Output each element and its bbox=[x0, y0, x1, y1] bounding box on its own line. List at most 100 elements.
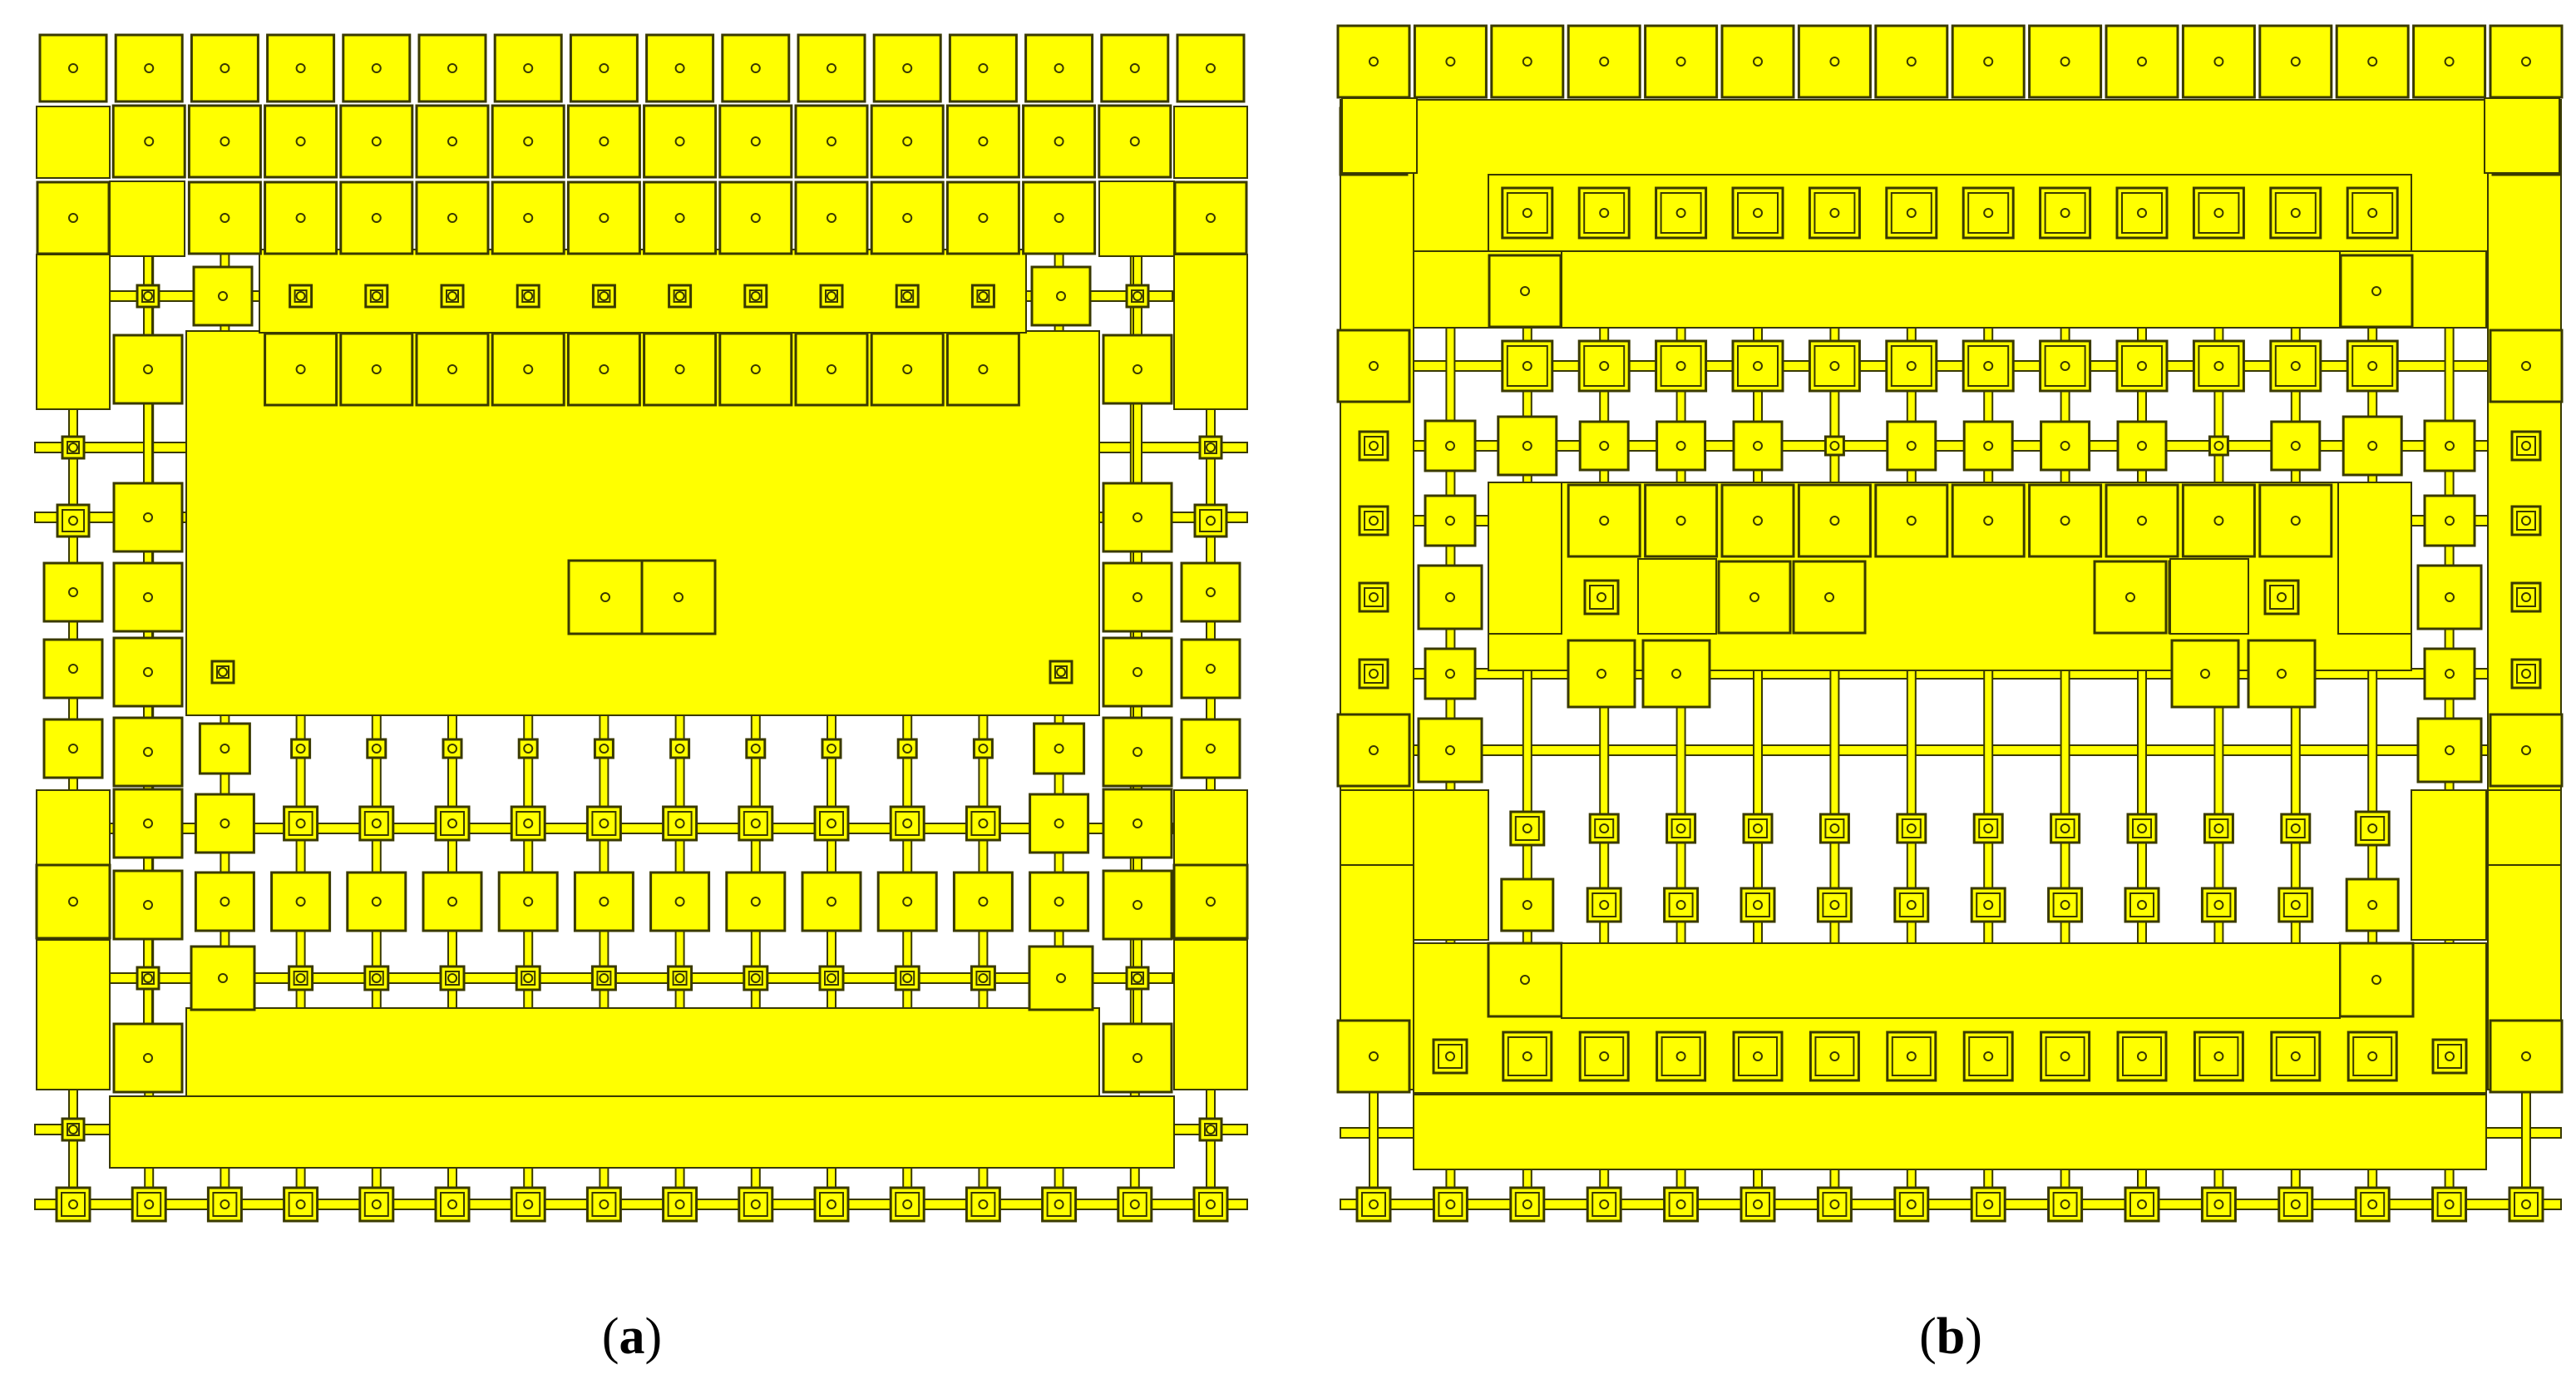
via-marker bbox=[295, 291, 306, 301]
via-marker bbox=[295, 136, 306, 146]
contact-pad-inner bbox=[62, 509, 85, 532]
contact-pad bbox=[896, 738, 918, 759]
contact-pad bbox=[972, 738, 994, 759]
device-cell bbox=[948, 33, 1018, 103]
via-marker bbox=[1675, 900, 1686, 910]
via-marker bbox=[1056, 973, 1066, 983]
via-marker bbox=[2367, 208, 2378, 218]
device-cell bbox=[1102, 788, 1173, 859]
via-marker bbox=[220, 897, 230, 907]
via-marker bbox=[68, 442, 78, 452]
via-marker bbox=[1445, 745, 1455, 755]
via-marker bbox=[1445, 57, 1456, 67]
via-marker bbox=[143, 747, 153, 757]
via-marker bbox=[2137, 361, 2147, 371]
device-cell bbox=[1030, 265, 1092, 327]
via-marker bbox=[750, 897, 761, 907]
via-marker bbox=[2290, 208, 2301, 218]
corner-block bbox=[1341, 97, 1418, 174]
device-cell bbox=[643, 180, 718, 255]
device-cell bbox=[1102, 636, 1173, 708]
via-marker bbox=[750, 744, 761, 754]
device-cell bbox=[264, 332, 338, 407]
via-marker bbox=[1369, 441, 1379, 451]
via-marker bbox=[447, 1199, 457, 1209]
via-marker bbox=[1599, 1051, 1610, 1061]
via-marker bbox=[1983, 1199, 1994, 1209]
device-cell bbox=[566, 104, 641, 179]
via-marker bbox=[220, 213, 230, 223]
via-marker bbox=[674, 592, 683, 602]
side-column bbox=[2411, 789, 2487, 941]
via-marker bbox=[827, 136, 836, 146]
via-marker bbox=[1906, 1199, 1917, 1209]
via-marker bbox=[220, 1199, 230, 1209]
device-cell bbox=[190, 33, 259, 103]
contact-pad-inner bbox=[1898, 1192, 1924, 1217]
contact-pad-inner bbox=[895, 811, 920, 836]
device-cell bbox=[718, 180, 793, 255]
via-marker bbox=[1054, 744, 1064, 754]
via-marker bbox=[674, 213, 685, 223]
device-cell bbox=[339, 180, 414, 255]
via-marker bbox=[1824, 592, 1834, 602]
via-marker bbox=[2060, 1051, 2070, 1061]
device-cell bbox=[194, 871, 255, 932]
device-cell bbox=[645, 33, 715, 103]
side-block bbox=[1173, 789, 1248, 866]
via-marker bbox=[295, 744, 306, 754]
contact-pad-inner bbox=[1968, 1036, 2009, 1076]
via-marker bbox=[1206, 1199, 1216, 1209]
device-cell bbox=[1797, 24, 1872, 99]
device-cell bbox=[42, 718, 104, 779]
via-marker bbox=[827, 897, 836, 907]
device-cell bbox=[569, 33, 639, 103]
via-marker bbox=[902, 973, 913, 983]
contact-pad-inner bbox=[2198, 345, 2240, 387]
via-marker bbox=[523, 213, 534, 223]
via-marker bbox=[2125, 592, 2135, 602]
device-cell bbox=[264, 180, 338, 255]
via-marker bbox=[1206, 587, 1216, 597]
via-marker bbox=[599, 897, 609, 907]
corner-block bbox=[36, 106, 111, 179]
via-marker bbox=[447, 897, 457, 907]
contact-pad bbox=[593, 738, 614, 759]
device-cell bbox=[1029, 793, 1090, 854]
device-cell bbox=[1336, 329, 1411, 403]
device-cell bbox=[1567, 483, 1641, 558]
device-cell bbox=[566, 332, 641, 407]
via-marker bbox=[2060, 516, 2070, 526]
contact-pad-inner bbox=[1514, 1192, 1540, 1217]
via-marker bbox=[1133, 818, 1142, 828]
contact-pad-inner bbox=[1583, 192, 1626, 234]
device-cell bbox=[2489, 713, 2564, 788]
side-block bbox=[1340, 789, 1414, 866]
via-marker bbox=[1599, 441, 1610, 451]
contact-pad-inner bbox=[1737, 192, 1779, 234]
side-block bbox=[1488, 482, 1562, 635]
via-marker bbox=[143, 667, 153, 677]
device-cell bbox=[1102, 1022, 1173, 1094]
device-cell bbox=[112, 334, 184, 405]
device-cell bbox=[718, 332, 793, 407]
via-marker bbox=[1596, 669, 1606, 679]
via-marker bbox=[2213, 1051, 2224, 1061]
via-marker bbox=[599, 744, 609, 754]
via-marker bbox=[1206, 744, 1216, 754]
via-marker bbox=[2290, 57, 2301, 67]
device-cell bbox=[491, 332, 565, 407]
contact-pad bbox=[1125, 284, 1150, 309]
device-cell bbox=[2105, 483, 2179, 558]
via-marker bbox=[447, 291, 457, 301]
device-cell bbox=[36, 180, 111, 255]
via-marker bbox=[1906, 516, 1917, 526]
via-marker bbox=[1206, 897, 1216, 907]
via-marker bbox=[902, 897, 913, 907]
device-cell bbox=[1797, 483, 1872, 558]
device-cell bbox=[721, 33, 791, 103]
device-cell bbox=[1951, 24, 2026, 99]
device-cell bbox=[1102, 334, 1173, 405]
via-marker bbox=[2445, 669, 2455, 679]
contact-pad-inner bbox=[1890, 192, 1932, 234]
